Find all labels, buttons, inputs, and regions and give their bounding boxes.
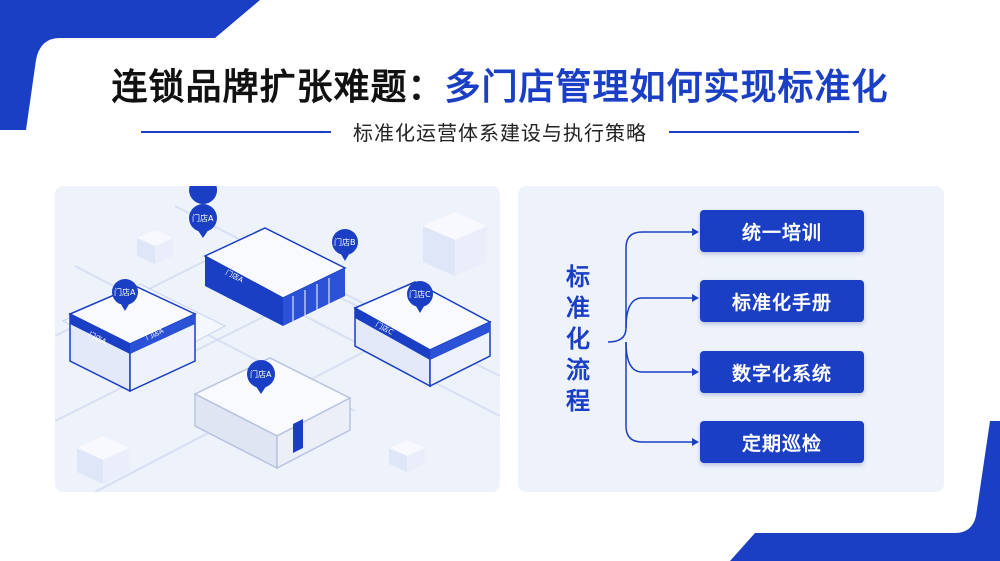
title-problem: 连锁品牌扩张难题： <box>111 67 445 108</box>
pin-top-label: 门店A <box>192 213 214 223</box>
location-pin-store-c: 门店C <box>407 281 433 313</box>
page-subtitle: 标准化运营体系建设与执行策略 <box>353 121 647 145</box>
subtitle-divider-left <box>141 130 331 133</box>
store-illustration-panel: 门店A 门店A 门店A 门店C <box>55 186 500 492</box>
flow-connector-lines <box>607 228 699 446</box>
process-title-char: 准 <box>566 294 590 322</box>
process-title-char: 流 <box>566 356 590 384</box>
background-blocks <box>77 212 487 484</box>
subtitle-row: 标准化运营体系建设与执行策略 <box>0 117 1000 146</box>
pin-store-b-label: 门店B <box>334 237 356 247</box>
step-standard-manual[interactable]: 标准化手册 <box>700 280 864 322</box>
pin-store-c-label: 门店C <box>409 289 431 299</box>
title-topic: 多门店管理如何实现标准化 <box>444 67 889 108</box>
process-title-char: 化 <box>566 325 590 353</box>
location-pin-bottom: 门店A <box>247 360 275 394</box>
process-title-char: 程 <box>566 387 590 415</box>
store-building-left: 门店A 门店A <box>61 283 227 393</box>
location-pin-store-a: 门店A <box>112 279 138 311</box>
page-title: 连锁品牌扩张难题：多门店管理如何实现标准化 <box>0 58 1000 110</box>
pin-bottom-label: 门店A <box>250 369 272 379</box>
store-building-bottom <box>193 357 352 470</box>
process-title-char: 标 <box>566 263 590 291</box>
subtitle-divider-right <box>669 130 859 133</box>
corner-decoration-bottom-right <box>730 421 1000 561</box>
process-title: 标 准 化 流 程 <box>558 262 598 417</box>
location-pin-store-b: 门店B <box>332 229 358 261</box>
store-building-top: 门店A <box>203 227 347 326</box>
step-regular-inspection[interactable]: 定期巡检 <box>700 421 864 463</box>
step-digital-system[interactable]: 数字化系统 <box>700 351 864 393</box>
step-unified-training[interactable]: 统一培训 <box>700 210 864 252</box>
store-building-right: 门店C <box>353 281 492 388</box>
isometric-stores-illustration: 门店A 门店A 门店A 门店C <box>55 186 500 492</box>
pin-store-a-label: 门店A <box>114 287 136 297</box>
corner-decoration-top-left <box>0 0 260 130</box>
location-pin-top: 门店A <box>189 186 218 238</box>
